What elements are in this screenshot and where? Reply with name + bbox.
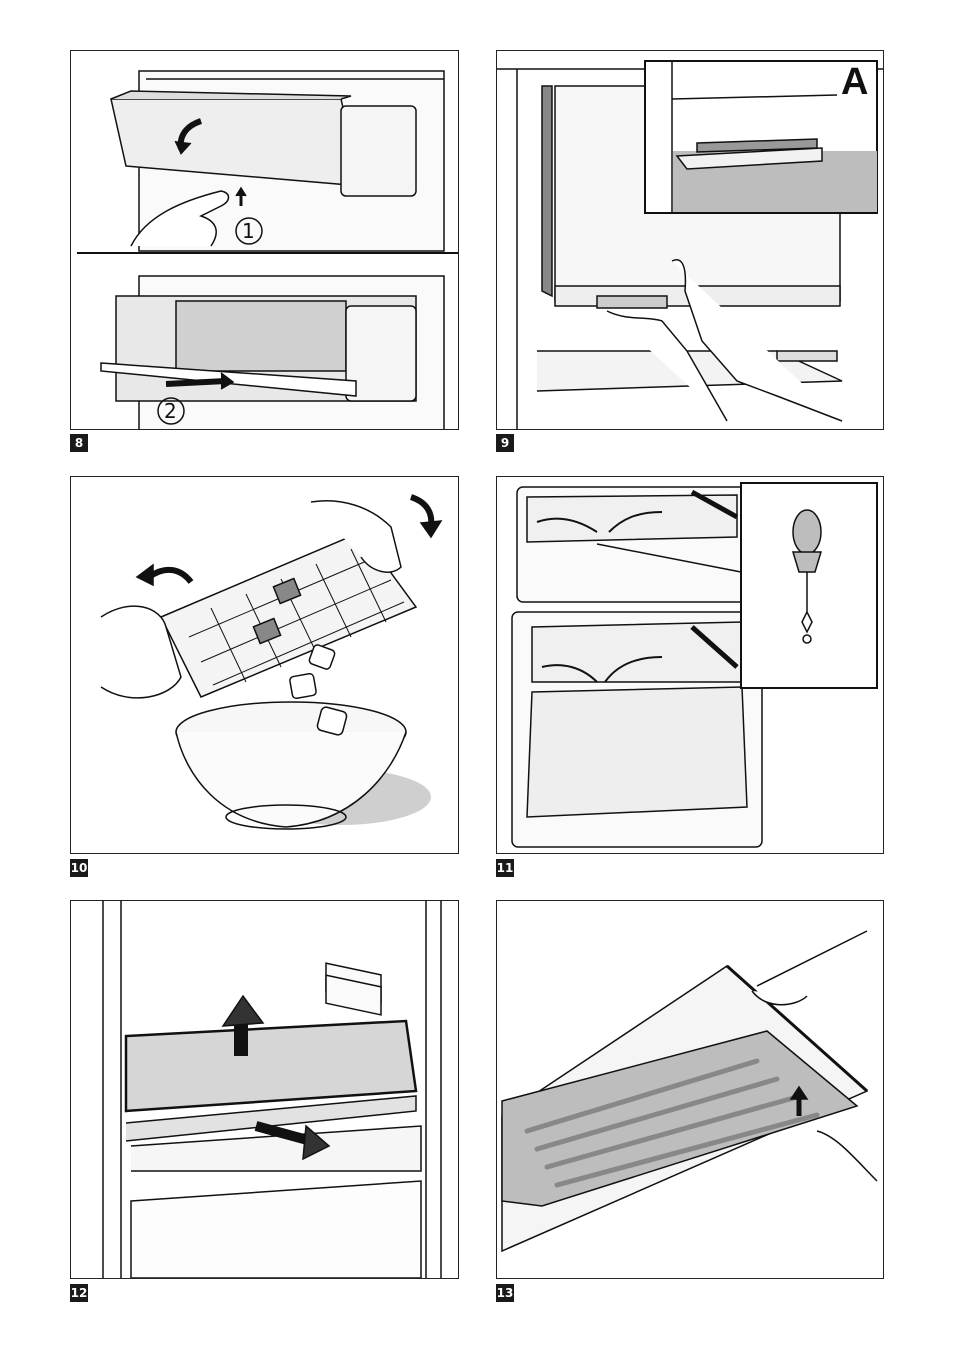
step-1-label: 1 (242, 219, 255, 243)
step-2-label: 2 (164, 399, 177, 423)
figure-13-illustration (497, 901, 883, 1278)
figure-10-illustration (71, 477, 458, 853)
figure-8-panel: 1 2 (70, 50, 459, 430)
figure-13-number: 13 (496, 1284, 514, 1302)
figure-12-illustration (71, 901, 458, 1278)
figure-13-panel (496, 900, 884, 1279)
figure-12-number: 12 (70, 1284, 88, 1302)
figure-10-number: 10 (70, 859, 88, 877)
figure-8-illustration: 1 2 (71, 51, 458, 429)
figure-9-illustration: A (497, 51, 883, 429)
figure-9-number: 9 (496, 434, 514, 452)
figure-8-number: 8 (70, 434, 88, 452)
figure-12-panel (70, 900, 459, 1279)
figure-11-illustration (497, 477, 883, 853)
figure-9-panel: A (496, 50, 884, 430)
inset-a-label: A (841, 61, 868, 103)
figure-11-number: 11 (496, 859, 514, 877)
figure-10-panel (70, 476, 459, 854)
figure-11-panel (496, 476, 884, 854)
